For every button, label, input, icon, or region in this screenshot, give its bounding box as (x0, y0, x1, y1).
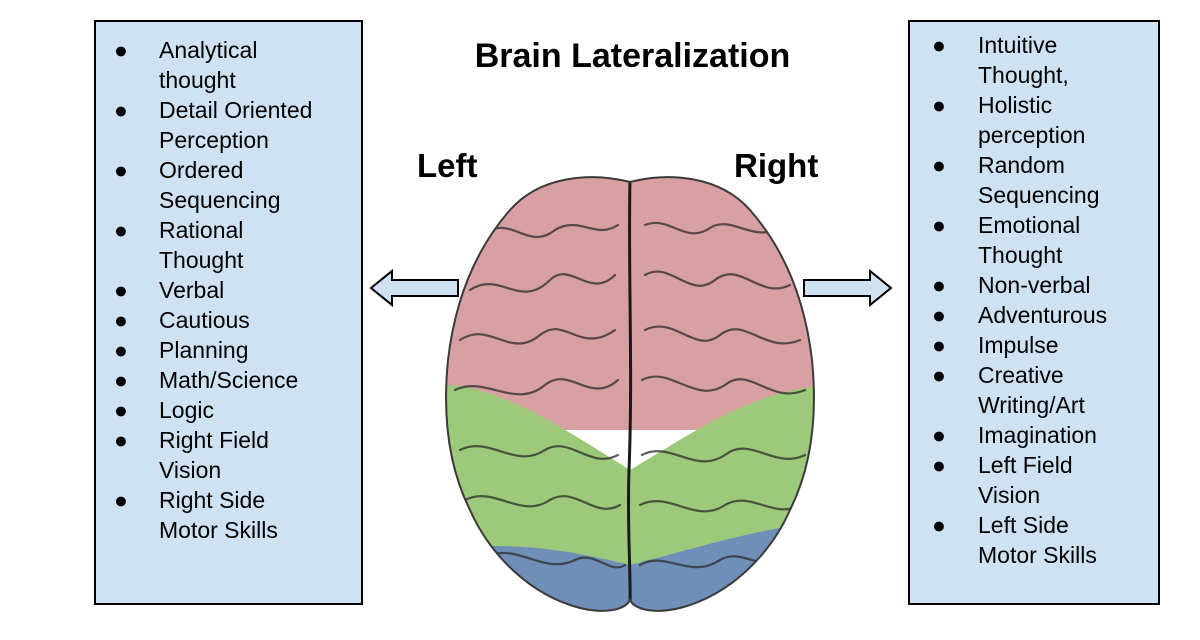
bullet-icon: ● (114, 307, 128, 333)
list-item: ● Intuitive Thought, (932, 30, 1107, 90)
bullet-icon: ● (932, 152, 946, 178)
list-item: ● Random Sequencing (932, 150, 1107, 210)
list-item: ● Planning (114, 335, 312, 365)
trait-label: Holistic perception (978, 92, 1086, 148)
left-hemisphere-panel: ● Analytical thought ● Detail Oriented Per… (94, 20, 363, 605)
trait-label: Impulse (978, 332, 1059, 358)
bullet-icon: ● (932, 362, 946, 388)
list-item: ● Ordered Sequencing (114, 155, 312, 215)
brain-illustration (445, 176, 815, 612)
trait-label: Ordered Sequencing (159, 157, 281, 213)
bullet-icon: ● (114, 427, 128, 453)
trait-label: Emotional Thought (978, 212, 1081, 268)
bullet-icon: ● (932, 302, 946, 328)
bullet-icon: ● (114, 97, 128, 123)
list-item: ● Imagination (932, 420, 1107, 450)
list-item: ● Left Field Vision (932, 450, 1107, 510)
list-item: ● Cautious (114, 305, 312, 335)
bullet-icon: ● (114, 337, 128, 363)
trait-label: Left Side Motor Skills (978, 512, 1097, 568)
trait-label: Right Field Vision (159, 427, 269, 483)
right-hemisphere-label: Right (734, 147, 819, 184)
right-arrow-icon (803, 268, 893, 308)
bullet-icon: ● (114, 277, 128, 303)
bullet-icon: ● (932, 512, 946, 538)
list-item: ● Non-verbal (932, 270, 1107, 300)
bullet-icon: ● (932, 32, 946, 58)
trait-label: Math/Science (159, 367, 299, 393)
left-hemisphere-label: Left (417, 147, 478, 184)
list-item: ● Impulse (932, 330, 1107, 360)
bullet-icon: ● (114, 217, 128, 243)
list-item: ● Verbal (114, 275, 312, 305)
trait-label: Imagination (978, 422, 1097, 448)
right-hemisphere-panel: ● Intuitive Thought, ● Holistic perception… (908, 20, 1160, 605)
list-item: ● Holistic perception (932, 90, 1107, 150)
bullet-icon: ● (932, 212, 946, 238)
list-item: ● Rational Thought (114, 215, 312, 275)
trait-label: Random Sequencing (978, 152, 1100, 208)
list-item: ● Detail Oriented Perception (114, 95, 312, 155)
diagram-title: Brain Lateralization (474, 37, 791, 75)
trait-label: Intuitive Thought, (978, 32, 1069, 88)
list-item: ● Left Side Motor Skills (932, 510, 1107, 570)
bullet-icon: ● (114, 157, 128, 183)
trait-label: Analytical thought (159, 37, 258, 93)
list-item: ● Creative Writing/Art (932, 360, 1107, 420)
list-item: ● Math/Science (114, 365, 312, 395)
list-item: ● Logic (114, 395, 312, 425)
list-item: ● Analytical thought (114, 35, 312, 95)
trait-label: Right Side Motor Skills (159, 487, 278, 543)
trait-label: Cautious (159, 307, 250, 333)
trait-label: Planning (159, 337, 249, 363)
trait-label: Rational Thought (159, 217, 244, 273)
trait-label: Verbal (159, 277, 225, 303)
trait-label: Creative Writing/Art (978, 362, 1085, 418)
left-arrow-icon (369, 268, 459, 308)
trait-label: Adventurous (978, 302, 1108, 328)
left-traits-list: ● Analytical thought ● Detail Oriented Per… (114, 35, 312, 545)
right-traits-list: ● Intuitive Thought, ● Holistic perception… (932, 30, 1107, 570)
bullet-icon: ● (114, 367, 128, 393)
trait-label: Logic (159, 397, 214, 423)
bullet-icon: ● (932, 92, 946, 118)
list-item: ● Emotional Thought (932, 210, 1107, 270)
list-item: ● Right Field Vision (114, 425, 312, 485)
bullet-icon: ● (932, 272, 946, 298)
bullet-icon: ● (932, 452, 946, 478)
bullet-icon: ● (932, 332, 946, 358)
trait-label: Detail Oriented Perception (159, 97, 313, 153)
trait-label: Left Field Vision (978, 452, 1073, 508)
bullet-icon: ● (114, 487, 128, 513)
bullet-icon: ● (114, 37, 128, 63)
longitudinal-fissure (626, 179, 633, 611)
bullet-icon: ● (932, 422, 946, 448)
list-item: ● Right Side Motor Skills (114, 485, 312, 545)
bullet-icon: ● (114, 397, 128, 423)
trait-label: Non-verbal (978, 272, 1091, 298)
list-item: ● Adventurous (932, 300, 1107, 330)
